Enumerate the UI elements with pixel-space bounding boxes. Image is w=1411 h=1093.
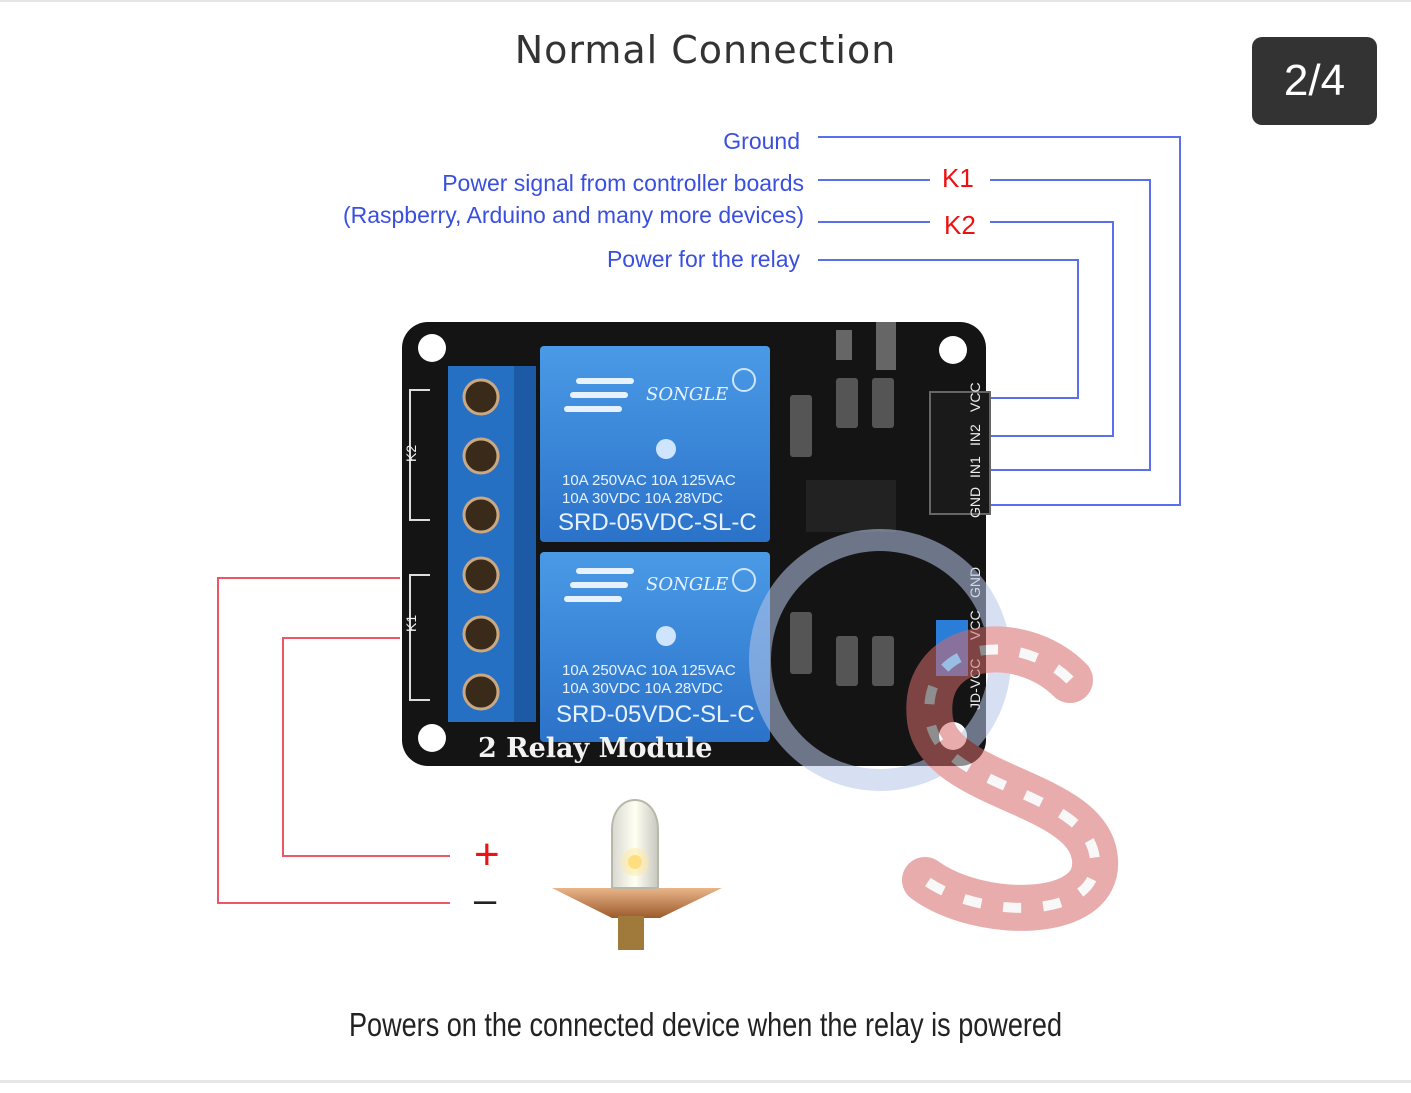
label-minus: – xyxy=(474,878,497,922)
watermark-logo-icon xyxy=(749,529,1118,931)
relay-model-k2: SRD-05VDC-SL-C xyxy=(558,509,757,536)
wire-load-minus xyxy=(217,577,450,904)
pin-label-gnd: GND xyxy=(967,487,983,518)
wire-ground xyxy=(818,136,1181,506)
label-power-signal-1: Power signal from controller boards xyxy=(442,170,804,196)
relay-model-k1: SRD-05VDC-SL-C xyxy=(556,701,755,728)
wire-vcc xyxy=(818,259,1079,399)
relay-module-board: 2 Relay Module xyxy=(402,322,991,766)
bottom-border xyxy=(0,1080,1411,1083)
image-counter-badge[interactable]: 2/4 xyxy=(1252,37,1377,125)
top-border xyxy=(0,0,1411,2)
mount-hole-icon xyxy=(418,334,446,362)
input-pin-header xyxy=(929,391,991,515)
red-wires xyxy=(217,577,450,904)
module-label: 2 Relay Module xyxy=(478,733,712,764)
pin-label-vcc: VCC xyxy=(967,382,983,412)
label-power-signal-2: (Raspberry, Arduino and many more device… xyxy=(342,202,804,228)
label-k1: K1 xyxy=(942,163,974,193)
label-power-relay: Power for the relay xyxy=(606,246,800,272)
relay-rating-k2-2: 10A 30VDC 10A 28VDC xyxy=(562,490,723,507)
terminal-label-k2: K2 xyxy=(403,445,419,462)
pin-label-in1: IN1 xyxy=(967,456,983,478)
screw-terminal-block xyxy=(448,366,516,722)
wire-in2-b xyxy=(990,221,1114,437)
light-bulb-icon xyxy=(552,799,722,950)
diagram-title: Normal Connection xyxy=(514,28,897,72)
label-ground: Ground xyxy=(723,128,800,154)
songle-logo-icon xyxy=(564,378,634,602)
mount-hole-icon xyxy=(418,724,446,752)
pin-label-in2: IN2 xyxy=(967,424,983,446)
wire-load-plus xyxy=(282,637,450,857)
terminal-label-k1: K1 xyxy=(403,615,419,632)
relay-brand-k1: SONGLE xyxy=(646,574,728,595)
wire-in1-b xyxy=(990,179,1151,471)
caption: Powers on the connected device when the … xyxy=(348,1006,1063,1043)
relay-rating-k2-1: 10A 250VAC 10A 125VAC xyxy=(562,472,736,489)
blue-wires xyxy=(818,136,1181,506)
relay-rating-k1-1: 10A 250VAC 10A 125VAC xyxy=(562,662,736,679)
label-plus: + xyxy=(474,830,500,879)
relay-brand-k2: SONGLE xyxy=(646,384,728,405)
mount-hole-icon xyxy=(939,336,967,364)
label-k2: K2 xyxy=(944,210,976,240)
relay-rating-k1-2: 10A 30VDC 10A 28VDC xyxy=(562,680,723,697)
